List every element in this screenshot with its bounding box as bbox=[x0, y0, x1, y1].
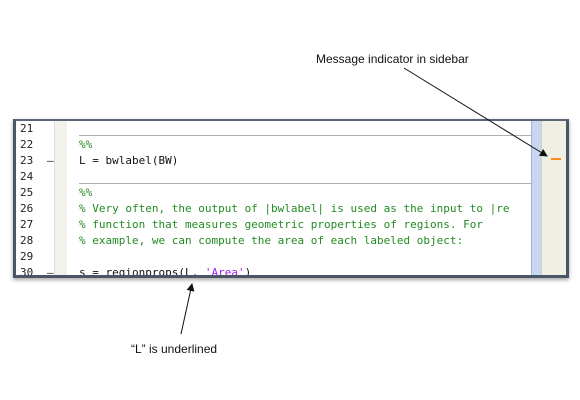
code-line[interactable] bbox=[67, 121, 79, 137]
line-number: 28 bbox=[20, 234, 34, 247]
code-line[interactable] bbox=[67, 249, 79, 265]
code-line[interactable]: L = bwlabel(BW) bbox=[79, 154, 179, 167]
code-line[interactable]: % Very often, the output of |bwlabel| is… bbox=[79, 202, 510, 215]
cell-divider bbox=[79, 135, 532, 136]
code-line[interactable]: s = regionprops(L, 'Area') bbox=[67, 265, 251, 275]
code-area[interactable]: %% L = bwlabel(BW) %% % Very often, the … bbox=[67, 121, 532, 275]
line-number: 29 bbox=[20, 250, 34, 263]
code-text: , bbox=[191, 266, 205, 275]
annotation-underline: “L” is underlined bbox=[131, 342, 218, 356]
line-number: 30– bbox=[20, 265, 54, 275]
line-number: 27 bbox=[20, 218, 34, 231]
fold-column bbox=[54, 121, 67, 275]
code-editor[interactable]: 21 22 23– 24 25 26 27 28 29 30– %% L = b… bbox=[13, 119, 569, 278]
line-number: 22 bbox=[20, 138, 34, 151]
string-literal: 'Area' bbox=[204, 266, 245, 275]
line-number: 26 bbox=[20, 202, 34, 215]
line-number: 24 bbox=[20, 170, 34, 183]
line-number: 23– bbox=[20, 154, 54, 167]
code-line[interactable]: % example, we can compute the area of ea… bbox=[79, 234, 464, 247]
code-line[interactable] bbox=[67, 169, 79, 185]
breakpoint-dash[interactable]: – bbox=[47, 154, 54, 167]
code-line[interactable]: %% bbox=[79, 186, 93, 199]
line-number-gutter: 21 22 23– 24 25 26 27 28 29 30– bbox=[16, 121, 54, 275]
code-line[interactable]: % function that measures geometric prope… bbox=[79, 218, 483, 231]
cell-divider bbox=[79, 183, 532, 184]
annotation-message-indicator: Message indicator in sidebar bbox=[316, 52, 469, 66]
code-line[interactable]: %% bbox=[79, 138, 93, 151]
arrow-to-underline bbox=[180, 283, 195, 335]
line-number: 25 bbox=[20, 186, 34, 199]
underlined-variable[interactable]: L bbox=[184, 266, 192, 275]
scroll-strip[interactable] bbox=[531, 121, 542, 275]
line-number: 21 bbox=[20, 122, 34, 135]
message-bar[interactable] bbox=[541, 121, 566, 275]
breakpoint-dash[interactable]: – bbox=[47, 266, 54, 278]
message-indicator[interactable] bbox=[551, 158, 561, 160]
code-text: ) bbox=[244, 266, 252, 275]
code-text: s = regionprops( bbox=[79, 266, 185, 275]
